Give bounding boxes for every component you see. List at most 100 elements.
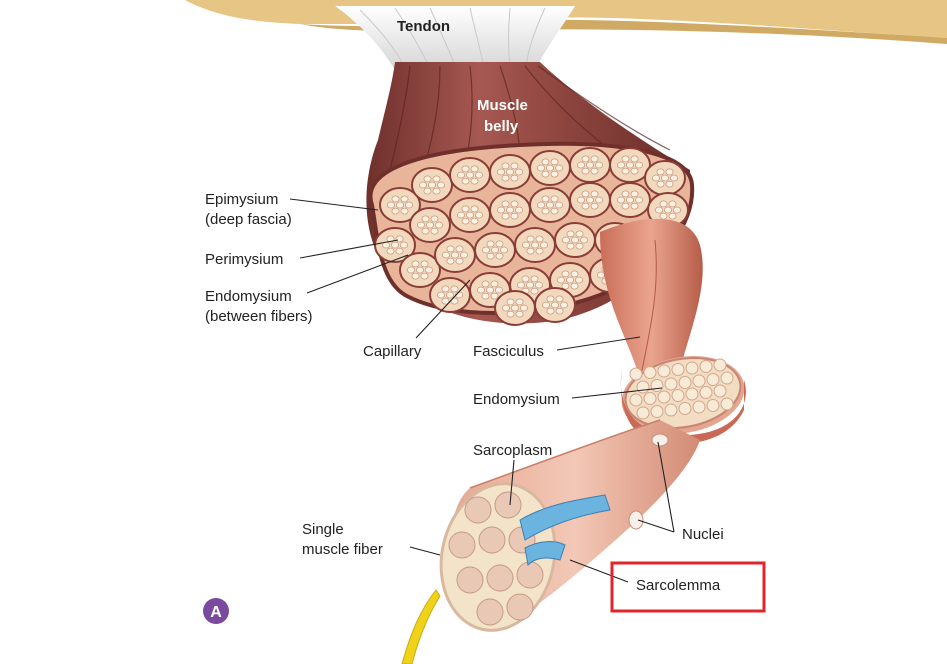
fasciculus-fiber bbox=[629, 393, 643, 407]
fascicle bbox=[534, 287, 576, 323]
muscle-fiber-dot bbox=[668, 212, 677, 220]
muscle-fiber-dot bbox=[537, 201, 546, 209]
fasciculus-fiber bbox=[657, 390, 671, 404]
muscle-fiber-dot bbox=[486, 240, 495, 248]
fasciculus-fiber bbox=[629, 367, 643, 381]
muscle-fiber-dot bbox=[434, 221, 443, 229]
fasciculus-fiber bbox=[699, 360, 713, 373]
fasciculus-fiber bbox=[643, 392, 657, 405]
muscle-fiber-dot bbox=[505, 206, 514, 214]
muscle-fiber-dot bbox=[590, 190, 599, 198]
muscle-fiber-dot bbox=[673, 206, 682, 214]
muscle-fiber-dot bbox=[474, 211, 483, 219]
muscle-fiber-dot bbox=[455, 257, 464, 265]
muscle-fiber-dot bbox=[481, 246, 490, 254]
muscle-fiber-dot bbox=[630, 155, 639, 163]
muscle-fiber-dot bbox=[461, 217, 470, 225]
myofibril bbox=[506, 593, 534, 621]
muscle-fiber-dot bbox=[386, 201, 395, 209]
muscle-fiber-dot bbox=[395, 247, 404, 255]
fascicle bbox=[569, 147, 611, 183]
muscle-fiber-dot bbox=[510, 162, 519, 170]
muscle-fiber-dot bbox=[570, 270, 579, 278]
fasciculus-fiber bbox=[699, 386, 713, 399]
sarcoplasmic-reticulum bbox=[519, 494, 611, 567]
muscle-fiber-dot bbox=[494, 286, 503, 294]
muscle-fiber-dot bbox=[495, 240, 504, 248]
muscle-fiber-dot bbox=[470, 177, 479, 185]
muscle-fiber-dot bbox=[501, 162, 510, 170]
muscle-fiber-dot bbox=[420, 272, 429, 280]
fascicle bbox=[529, 187, 571, 223]
muscle-fiber-dot bbox=[427, 181, 436, 189]
muscle-fiber-dot bbox=[668, 200, 677, 208]
muscle-fiber-dot bbox=[391, 207, 400, 215]
muscle-fiber-dot bbox=[459, 251, 468, 259]
muscle-fiber-dot bbox=[530, 275, 539, 283]
fasciculus-fiber bbox=[692, 400, 706, 414]
muscle-fiber-dot bbox=[570, 282, 579, 290]
muscle-fiber-dot bbox=[506, 298, 515, 306]
muscle-fiber-dot bbox=[501, 200, 510, 208]
muscle-fiber-dot bbox=[535, 281, 544, 289]
fascicle bbox=[569, 182, 611, 218]
muscle-fiber-dot bbox=[450, 251, 459, 259]
muscle-fiber-dot bbox=[486, 252, 495, 260]
muscle-fiber-dot bbox=[490, 280, 499, 288]
label-tendon: Tendon bbox=[397, 18, 450, 35]
muscle-fiber-dot bbox=[521, 275, 530, 283]
fascicle bbox=[411, 167, 453, 203]
muscle-fiber-dot bbox=[555, 164, 564, 172]
fasciculus-fiber bbox=[706, 399, 720, 412]
muscle-fiber-dot bbox=[670, 174, 679, 182]
muscle-fiber-dot bbox=[581, 155, 590, 163]
muscle-fiber-dot bbox=[430, 227, 439, 235]
muscle-fiber-dot bbox=[515, 206, 524, 214]
muscle-fiber-dot bbox=[510, 304, 519, 312]
label-nuclei: Nuclei bbox=[682, 526, 724, 543]
muscle-fiber-dot bbox=[659, 200, 668, 208]
belly-cross-section bbox=[368, 141, 695, 326]
muscle-fiber-dot bbox=[630, 190, 639, 198]
fascicle bbox=[449, 197, 491, 233]
muscle-fiber-dot bbox=[621, 202, 630, 210]
muscle-fiber-dot bbox=[546, 201, 555, 209]
muscle-fiber-dot bbox=[421, 227, 430, 235]
muscle-fiber-dot bbox=[510, 174, 519, 182]
muscle-fiber-dot bbox=[597, 271, 606, 279]
muscle-fiber-dot bbox=[404, 201, 413, 209]
fascicle bbox=[489, 154, 531, 190]
fascicle bbox=[609, 182, 651, 218]
muscle-fiber-dot bbox=[461, 177, 470, 185]
muscle-fiber-dot bbox=[541, 195, 550, 203]
muscle-fiber-dot bbox=[590, 155, 599, 163]
muscle-fiber-dot bbox=[621, 167, 630, 175]
muscle-fiber-dot bbox=[391, 195, 400, 203]
muscle-fiber-dot bbox=[465, 211, 474, 219]
myofibril bbox=[448, 531, 476, 559]
muscle-fiber-dot bbox=[490, 292, 499, 300]
muscle-fiber-dot bbox=[515, 168, 524, 176]
muscle-fiber-dot bbox=[630, 202, 639, 210]
muscle-fiber-dot bbox=[550, 207, 559, 215]
muscle-fiber-dot bbox=[445, 291, 454, 299]
muscle-fiber-dot bbox=[470, 217, 479, 225]
tendon bbox=[335, 6, 575, 70]
fascicle bbox=[489, 192, 531, 228]
muscle-fiber-dot bbox=[586, 196, 595, 204]
muscle-fiber-dot bbox=[595, 196, 604, 204]
fasciculus-fiber bbox=[706, 373, 720, 386]
muscle-fiber-dot bbox=[515, 310, 524, 318]
muscle-fiber-dot bbox=[656, 180, 665, 188]
label-muscle-belly-2: belly bbox=[484, 118, 519, 135]
fascicle bbox=[474, 232, 516, 268]
muscle-fiber-dot bbox=[535, 235, 544, 243]
muscle-fiber-dot bbox=[664, 206, 673, 214]
muscle-fiber-dot bbox=[526, 235, 535, 243]
muscle-fiber-dot bbox=[510, 200, 519, 208]
muscle-fiber-dot bbox=[441, 251, 450, 259]
fascicle bbox=[494, 290, 536, 326]
muscle-fiber-dot bbox=[476, 286, 485, 294]
muscle-fiber-dot bbox=[626, 161, 635, 169]
